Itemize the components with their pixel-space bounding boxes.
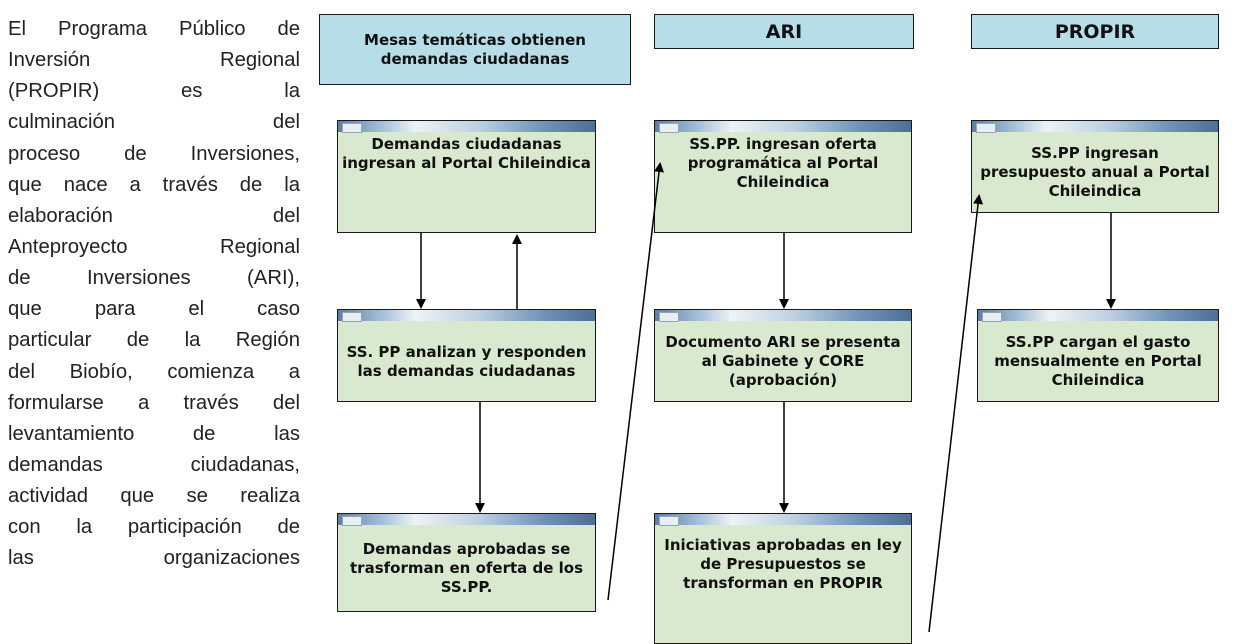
box-ss-pp-analizan: SS. PP analizan y responden las demandas… xyxy=(337,309,596,402)
thumbnail-image xyxy=(342,123,362,133)
paragraph-line: El Programa Público de xyxy=(8,18,300,40)
paragraph-line: formularse a través del xyxy=(8,391,300,414)
paragraph-line: Inversión Regional xyxy=(8,49,300,72)
intro-paragraph: El Programa Público de Inversión Regiona… xyxy=(8,14,300,644)
header-propir: PROPIR xyxy=(971,14,1219,49)
banner-strip xyxy=(978,310,1218,321)
box-label: Documento ARI se presenta al Gabinete y … xyxy=(665,333,901,389)
paragraph-line: las organizaciones xyxy=(8,547,300,570)
banner-strip xyxy=(338,514,595,525)
paragraph-line: Anteproyecto Regional xyxy=(8,235,300,258)
paragraph-line: con la participación de xyxy=(8,516,300,539)
paragraph-line: elaboración del xyxy=(8,204,300,227)
arrow-c1-to-c2 xyxy=(607,162,665,601)
arrow-c2-to-c3 xyxy=(928,194,984,633)
paragraph-line: levantamiento de las xyxy=(8,422,300,445)
banner-strip xyxy=(655,121,911,132)
thumbnail-image xyxy=(342,312,362,322)
paragraph-line: particular de la Región xyxy=(8,329,300,352)
paragraph-line: culminación del xyxy=(8,111,300,134)
header-ari: ARI xyxy=(654,14,914,49)
box-oferta-programatica: SS.PP. ingresan oferta programática al P… xyxy=(654,120,912,233)
header-ari-label: ARI xyxy=(765,20,803,43)
box-presupuesto-anual: SS.PP ingresan presupuesto anual a Porta… xyxy=(971,120,1219,213)
paragraph-line: actividad que se realiza xyxy=(8,485,300,508)
banner-strip xyxy=(972,121,1218,132)
box-iniciativas-aprobadas: Iniciativas aprobadas en ley de Presupue… xyxy=(654,513,912,644)
box-label: Demandas aprobadas se trasforman en ofer… xyxy=(350,540,583,596)
thumbnail-image xyxy=(659,516,679,526)
box-label: SS. PP analizan y responden las demandas… xyxy=(346,342,587,380)
box-label: SS.PP cargan el gasto mensualmente en Po… xyxy=(994,333,1202,389)
banner-strip xyxy=(655,310,911,321)
banner-strip xyxy=(338,121,595,132)
box-label: Demandas ciudadanas ingresan al Portal C… xyxy=(342,135,591,172)
thumbnail-image xyxy=(659,312,679,322)
banner-strip xyxy=(338,310,595,321)
paragraph-line: que para el caso xyxy=(8,298,300,321)
box-label: SS.PP ingresan presupuesto anual a Porta… xyxy=(980,144,1210,200)
thumbnail-image xyxy=(659,123,679,133)
paragraph-line: proceso de Inversiones, xyxy=(8,142,300,165)
header-mesas-tematicas: Mesas temáticas obtienen demandas ciudad… xyxy=(319,14,631,85)
paragraph-line: del Biobío, comienza a xyxy=(8,360,300,383)
box-demandas-ingresan: Demandas ciudadanas ingresan al Portal C… xyxy=(337,120,596,233)
header-propir-label: PROPIR xyxy=(1054,20,1136,43)
box-label: SS.PP. ingresan oferta programática al P… xyxy=(687,135,879,191)
box-demandas-aprobadas: Demandas aprobadas se trasforman en ofer… xyxy=(337,513,596,612)
banner-strip xyxy=(655,514,911,525)
paragraph-line: que nace a través de la xyxy=(8,173,300,196)
paragraph-line: de Inversiones (ARI), xyxy=(8,267,300,290)
paragraph-line: demandas ciudadanas, xyxy=(8,453,300,476)
header-mesas-label: Mesas temáticas obtienen demandas ciudad… xyxy=(364,30,586,68)
thumbnail-image xyxy=(982,312,1002,322)
thumbnail-image xyxy=(342,516,362,526)
box-documento-ari: Documento ARI se presenta al Gabinete y … xyxy=(654,309,912,402)
thumbnail-image xyxy=(976,123,996,133)
box-label: Iniciativas aprobadas en ley de Presupue… xyxy=(664,536,902,592)
paragraph-line: (PROPIR) es la xyxy=(8,80,300,103)
box-gasto-mensual: SS.PP cargan el gasto mensualmente en Po… xyxy=(977,309,1219,402)
